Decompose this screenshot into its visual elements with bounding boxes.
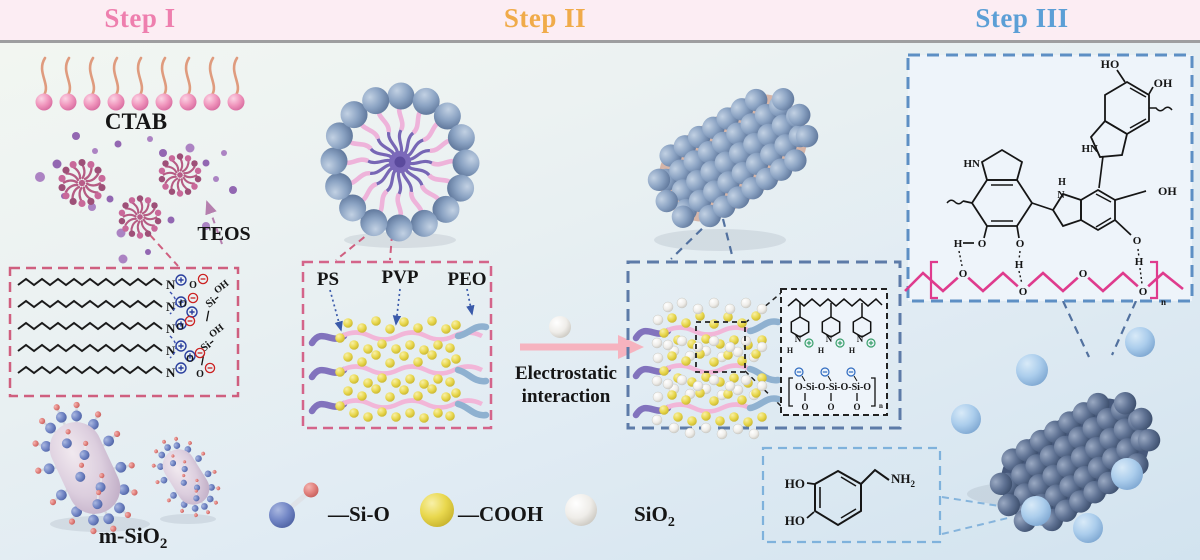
silica-seed-sphere xyxy=(549,316,571,338)
peo-label: PEO xyxy=(447,269,486,290)
dopamine-ho-bottom: HO xyxy=(785,513,805,528)
electrostatic-label-1: Electrostatic xyxy=(515,363,617,384)
msio2-label: m-SiO2 xyxy=(99,523,168,552)
si-sphere-icon xyxy=(269,502,295,528)
svg-text:HN: HN xyxy=(1082,143,1099,155)
svg-text:H: H xyxy=(1015,259,1024,271)
ctab-molecules xyxy=(35,56,245,111)
step3-label: Step III xyxy=(975,3,1069,33)
svg-text:OH: OH xyxy=(212,278,231,296)
svg-text:N: N xyxy=(857,334,864,344)
ctab-label: CTAB xyxy=(105,109,167,134)
step1-label: Step I xyxy=(104,3,176,33)
svg-text:N: N xyxy=(166,343,176,358)
zoom-region-box xyxy=(695,321,746,373)
svg-text:N: N xyxy=(826,334,833,344)
svg-text:H: H xyxy=(787,346,794,355)
svg-text:H: H xyxy=(818,346,825,355)
svg-text:O: O xyxy=(179,299,187,310)
svg-text:O: O xyxy=(853,402,860,412)
step2-label: Step II xyxy=(503,3,587,33)
teos-molecules xyxy=(35,132,237,264)
dopamine-box xyxy=(761,446,942,544)
svg-text:O: O xyxy=(827,402,834,412)
svg-text:N: N xyxy=(1057,190,1065,201)
polymer-detail-box xyxy=(301,260,493,430)
svg-text:N: N xyxy=(166,277,176,292)
legend: —Si-O —COOH SiO2 xyxy=(269,482,675,530)
svg-text:O: O xyxy=(176,322,184,333)
svg-text:O: O xyxy=(801,402,808,412)
surfactant-detail-box xyxy=(8,266,240,398)
svg-text:O: O xyxy=(978,238,987,250)
header-bar: Step I Step II Step III xyxy=(0,0,1200,43)
svg-text:H: H xyxy=(1135,256,1144,268)
svg-text:n: n xyxy=(1161,297,1166,307)
svg-text:H: H xyxy=(849,346,856,355)
block-copolymer-micelle xyxy=(320,82,480,242)
chemistry-inset-box xyxy=(780,288,888,416)
polymer-chains xyxy=(308,316,490,423)
svg-text:Si: Si xyxy=(203,295,218,310)
peg-chain: O O O On xyxy=(904,260,1184,307)
mesoporous-silica-rods xyxy=(32,401,221,535)
svg-text:OH: OH xyxy=(1158,184,1177,198)
dopamine-nh2: NH2 xyxy=(891,471,916,489)
o-sphere-icon xyxy=(303,482,319,498)
dopamine-ho-top: HO xyxy=(785,476,805,491)
svg-text:H: H xyxy=(1058,177,1066,188)
svg-text:O: O xyxy=(959,268,968,280)
legend-cooh: —COOH xyxy=(457,502,543,526)
svg-text:N: N xyxy=(166,321,176,336)
pvp-label: PVP xyxy=(382,267,419,288)
ctab-micelles xyxy=(58,153,202,239)
teos-label: TEOS xyxy=(197,223,250,245)
svg-text:O: O xyxy=(1133,235,1142,247)
legend-sio2: SiO2 xyxy=(634,502,675,530)
svg-text:O: O xyxy=(186,354,194,365)
polymer-silica-chains xyxy=(632,297,782,440)
dopamine-spheres xyxy=(951,327,1155,543)
electrostatic-label-2: interaction xyxy=(522,386,611,407)
svg-text:O: O xyxy=(189,280,197,291)
svg-text:O-Si-O-Si-O-Si-O: O-Si-O-Si-O-Si-O xyxy=(795,382,871,393)
svg-text:HN: HN xyxy=(964,158,981,170)
svg-text:OH: OH xyxy=(1154,76,1173,90)
svg-text:O: O xyxy=(1139,286,1148,298)
svg-text:n: n xyxy=(879,402,883,410)
svg-text:O: O xyxy=(1016,238,1025,250)
svg-text:Si: Si xyxy=(198,339,213,354)
svg-text:H: H xyxy=(954,238,963,250)
svg-text:N: N xyxy=(166,365,176,380)
svg-text:N: N xyxy=(166,299,176,314)
ps-label: PS xyxy=(317,269,339,290)
cooh-sphere-icon xyxy=(420,493,454,527)
dopamine-molecule: HO HO NH2 xyxy=(785,468,916,528)
legend-si-o: —Si-O xyxy=(327,502,390,526)
svg-text:OH: OH xyxy=(207,322,226,340)
svg-text:O: O xyxy=(196,369,204,380)
assembly-detail-box xyxy=(626,260,902,430)
svg-text:N: N xyxy=(795,334,802,344)
sphere-coated-rod xyxy=(647,88,819,228)
svg-text:O: O xyxy=(1019,286,1028,298)
reaction-arrow-head xyxy=(618,335,644,359)
svg-text:HO: HO xyxy=(1101,57,1120,71)
sio2-sphere-icon xyxy=(565,494,597,526)
svg-text:O: O xyxy=(1079,268,1088,280)
